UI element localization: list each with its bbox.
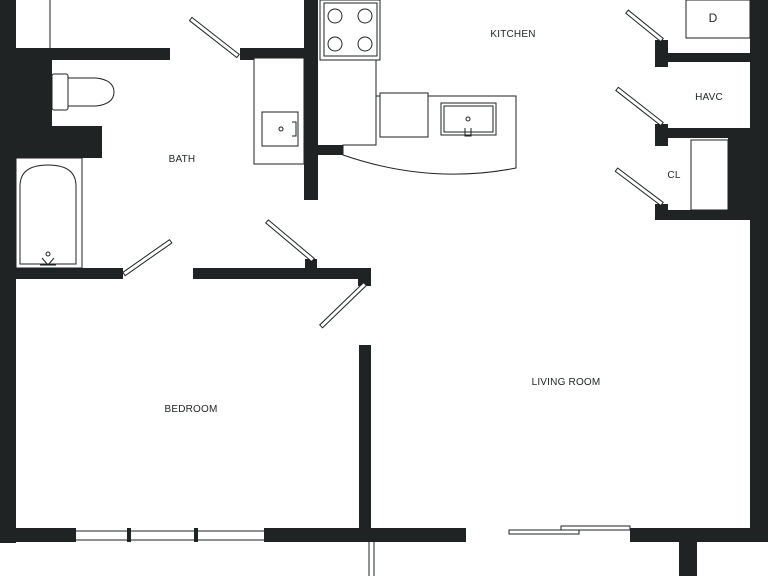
- windows: [76, 525, 631, 576]
- label-living-room: LIVING ROOM: [532, 377, 601, 388]
- doors: [122, 9, 664, 329]
- wall-bath-bedroom-left: [16, 268, 123, 279]
- wall-left-lower: [0, 158, 16, 543]
- toilet-bowl: [67, 77, 115, 107]
- burner: [357, 8, 373, 24]
- wall-left-upper: [0, 0, 16, 48]
- wall-bedroom-living: [359, 345, 371, 542]
- label-kitchen: KITCHEN: [490, 29, 535, 40]
- wall-right: [750, 0, 768, 542]
- wall-havc-bottom: [655, 128, 750, 138]
- wall-door-jamb-a: [305, 259, 317, 271]
- door-bath-entry: [188, 16, 240, 59]
- wall-bottom-pier: [679, 542, 697, 576]
- wall-toilet-alcove-top: [50, 48, 170, 60]
- wall-bottom-left: [0, 528, 76, 542]
- toilet-tank: [51, 73, 69, 111]
- bathtub-basin: [19, 164, 77, 265]
- dishwasher: [379, 92, 429, 138]
- burner: [327, 8, 343, 24]
- label-bedroom: BEDROOM: [164, 404, 217, 415]
- door-havc: [615, 86, 664, 127]
- closet-shelf: [690, 139, 729, 211]
- wall-bath-vanity-top: [240, 48, 306, 60]
- door-closet: [614, 167, 664, 207]
- burner: [357, 36, 373, 52]
- bath-fixtures: [15, 0, 305, 269]
- label-bath: BATH: [169, 154, 196, 165]
- door-laundry: [625, 9, 664, 43]
- wall-bath-kitchen: [304, 0, 318, 200]
- wall-left-bath: [0, 48, 52, 158]
- label-closet: CL: [667, 170, 680, 181]
- sliding-door-panel-left: [508, 529, 580, 535]
- door-bath-lower: [122, 238, 173, 277]
- label-havc: HAVC: [695, 92, 723, 103]
- wall-toilet-alcove-bottom: [50, 126, 102, 158]
- wall-bottom-right: [630, 528, 768, 542]
- utility-fixtures: [685, 0, 751, 211]
- door-bedroom-closet: [265, 219, 315, 263]
- kitchen-fixtures: [319, 0, 517, 175]
- wall-door-jamb-b: [358, 268, 371, 286]
- room-labels: KITCHEN BATH HAVC CL D LIVING ROOM BEDRO…: [164, 11, 722, 415]
- wall-bath-bedroom-right: [193, 268, 371, 279]
- wall-kitchen-stub: [318, 145, 343, 155]
- wall-utility-shelf: [655, 53, 750, 62]
- wall-closet-bottom: [655, 210, 750, 220]
- bath-vanity: [253, 57, 305, 165]
- label-dryer: D: [709, 11, 718, 25]
- wall-bottom-mid: [264, 528, 466, 542]
- dryer: [685, 0, 751, 39]
- sliding-door-panel-right: [560, 525, 631, 531]
- burner: [327, 36, 343, 52]
- door-bedroom: [319, 281, 368, 329]
- wall-closet-right: [728, 130, 768, 220]
